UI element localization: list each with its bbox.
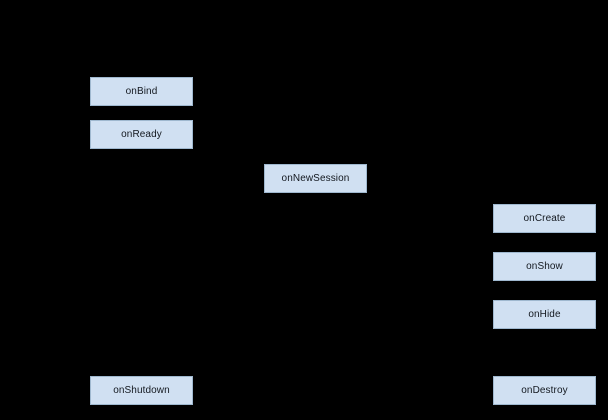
node-on-create[interactable]: onCreate: [493, 204, 596, 233]
node-label-on-hide: onHide: [528, 308, 561, 320]
node-label-on-ready: onReady: [121, 128, 162, 140]
node-on-ready[interactable]: onReady: [90, 120, 193, 149]
node-on-shutdown[interactable]: onShutdown: [90, 376, 193, 405]
node-on-bind[interactable]: onBind: [90, 77, 193, 106]
node-on-hide[interactable]: onHide: [493, 300, 596, 329]
node-label-on-destroy: onDestroy: [521, 384, 568, 396]
node-on-new-session[interactable]: onNewSession: [264, 164, 367, 193]
node-label-on-new-session: onNewSession: [281, 172, 350, 184]
node-label-on-bind: onBind: [125, 85, 158, 97]
node-label-on-shutdown: onShutdown: [113, 384, 170, 396]
node-on-destroy[interactable]: onDestroy: [493, 376, 596, 405]
node-label-on-show: onShow: [526, 260, 563, 272]
node-on-show[interactable]: onShow: [493, 252, 596, 281]
node-label-on-create: onCreate: [523, 212, 566, 224]
